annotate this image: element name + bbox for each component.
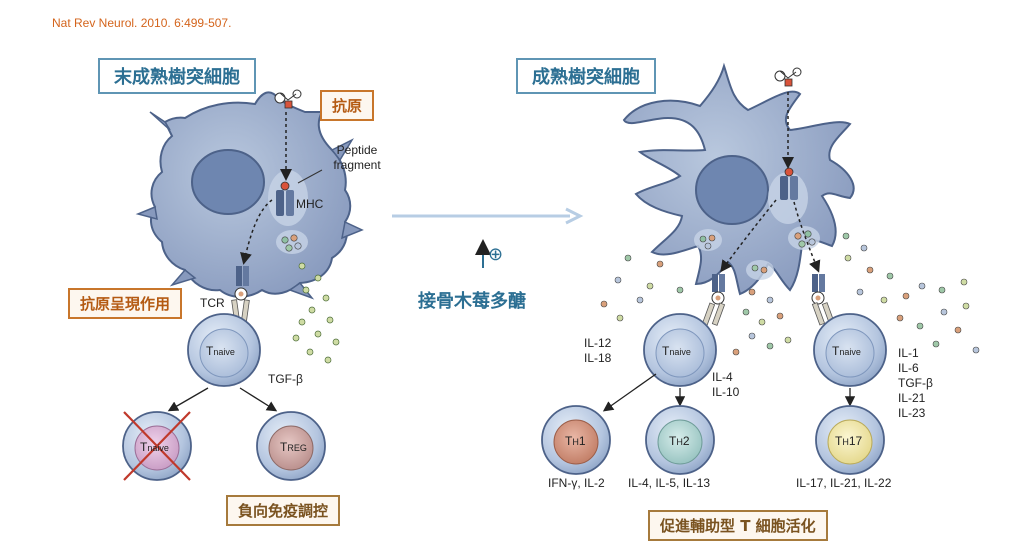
tcr-label: TCR: [200, 296, 225, 310]
mhc-molecule-mature: [780, 176, 788, 200]
th17-products-label: IL-17, IL-21, IL-22: [796, 476, 892, 490]
negative-regulation-label: 負向免疫調控: [226, 495, 341, 526]
il6-label: IL-6: [898, 361, 919, 375]
cytokine-molecules-mature: [600, 232, 980, 356]
mhc-label: MHC: [296, 197, 324, 211]
immature-dc-title: 末成熟樹突細胞: [98, 58, 256, 94]
peptide-icon: [280, 181, 290, 191]
antigen-label: 抗原: [320, 90, 375, 121]
tgf-beta-label: TGF-β: [268, 372, 303, 386]
th17-label: TH17: [835, 434, 863, 448]
il12-label: IL-12: [584, 336, 612, 350]
th2-label: TH2: [669, 434, 690, 448]
tcr-complex-right: [811, 274, 836, 326]
helper-t-activation-label: 促進輔助型 T 細胞活化: [648, 510, 828, 541]
tnaive-label-left: Tnaive: [206, 344, 235, 358]
tgf-beta-right-label: TGF-β: [898, 376, 933, 390]
mhc-molecule: [276, 190, 284, 216]
cytokine-list-right: IL-1 IL-6 TGF-β IL-21 IL-23: [898, 346, 933, 421]
elderberry-polysaccharide-label: 接骨木莓多醣: [418, 291, 526, 312]
antigen-presentation-label: 抗原呈現作用: [68, 288, 183, 319]
il4-il10-labels: IL-4 IL-10: [712, 370, 739, 400]
peptide-label-line2: fragment: [333, 158, 381, 172]
il12-il18-labels: IL-12 IL-18: [584, 336, 611, 366]
il10-label: IL-10: [712, 385, 740, 399]
citation: Nat Rev Neurol. 2010. 6:499-507.: [52, 16, 232, 30]
mhc-transport-arrow: [240, 199, 273, 265]
nucleus: [191, 149, 265, 215]
stimulus-symbol: ⊕: [488, 244, 504, 265]
crossed-tnaive-label: Tnaive: [140, 440, 169, 454]
antigen-icon-mature: [774, 67, 802, 87]
il21-label: IL-21: [898, 391, 926, 405]
th2-products-label: IL-4, IL-5, IL-13: [628, 476, 711, 490]
peptide-fragment-label: Peptide fragment: [322, 143, 392, 173]
tcr-complex-left: [701, 274, 726, 326]
il4-label: IL-4: [712, 370, 733, 384]
antigen-icon: [274, 89, 302, 109]
tnaive-label-right-1: Tnaive: [662, 344, 691, 358]
mature-dc-title: 成熟樹突細胞: [516, 58, 656, 94]
vesicle: [276, 230, 308, 254]
il1-label: IL-1: [898, 346, 919, 360]
tnaive-label-right-2: Tnaive: [832, 344, 861, 358]
maturation-arrow: [392, 207, 584, 225]
il18-label: IL-18: [584, 351, 612, 365]
th1-label: TH1: [565, 434, 586, 448]
cross-out-line-2: [123, 411, 191, 481]
th1-products-label: IFN-γ, IL-2: [548, 476, 605, 490]
peptide-label-line1: Peptide: [336, 143, 378, 157]
tgf-beta-molecules: [292, 262, 340, 364]
treg-label: TREG: [280, 440, 307, 454]
il23-label: IL-23: [898, 406, 926, 420]
nucleus-mature: [695, 155, 769, 225]
